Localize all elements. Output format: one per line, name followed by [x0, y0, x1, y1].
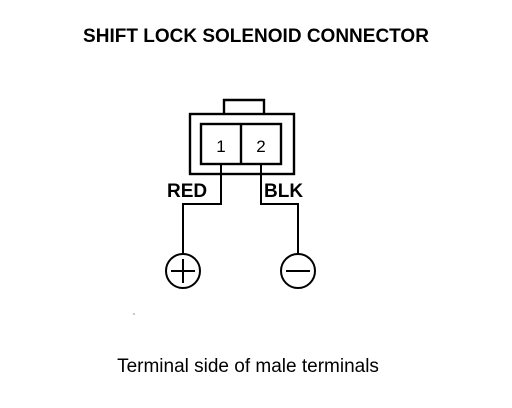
- positive-terminal-icon: [165, 253, 201, 289]
- wire-red: [182, 164, 222, 254]
- diagram-title: SHIFT LOCK SOLENOID CONNECTOR: [83, 26, 429, 47]
- wire-label-blk: BLK: [264, 181, 303, 202]
- wire-label-red: RED: [167, 181, 207, 202]
- diagram-caption: Terminal side of male terminals: [117, 356, 379, 377]
- wire-blk: [260, 164, 299, 254]
- pin-1-number: 1: [216, 137, 225, 156]
- connector-latch-tab: [222, 98, 266, 114]
- pin-2-number: 2: [256, 137, 265, 156]
- negative-terminal-icon: [280, 253, 316, 289]
- scan-speck: [133, 313, 135, 315]
